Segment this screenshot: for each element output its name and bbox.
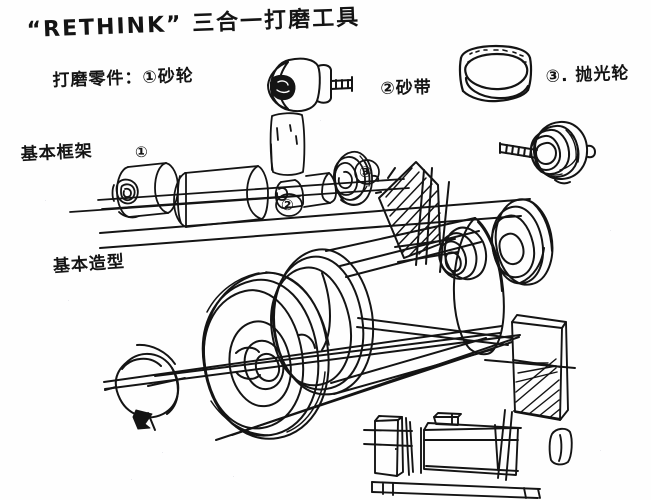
form-label: 基本造型 (52, 251, 126, 277)
framework-marker: ① (135, 143, 149, 161)
paper-speck (162, 452, 163, 453)
side-elevation-view (356, 314, 576, 499)
paper-speck (320, 120, 321, 121)
paper-speck (68, 300, 69, 301)
paper-speck (395, 448, 397, 450)
exploded-framework-view (69, 112, 410, 228)
part-two-label: ②砂带 (380, 77, 433, 99)
paper-speck (600, 450, 601, 451)
part-three-label: ③. 抛光轮 (545, 63, 630, 87)
grinding-wheel-detail (267, 57, 353, 113)
paper-speck (45, 200, 46, 201)
paper-speck (233, 476, 234, 477)
paper-speck (610, 230, 611, 231)
framework-label: 基本框架 (20, 141, 94, 165)
paper-speck (131, 479, 132, 480)
callout-three: ③ (359, 163, 373, 181)
sanding-belt-detail (458, 44, 533, 103)
callout-two: ② (281, 196, 295, 214)
parts-heading: 打磨零件：①砂轮 (52, 66, 195, 91)
polishing-wheel-detail (499, 120, 596, 185)
